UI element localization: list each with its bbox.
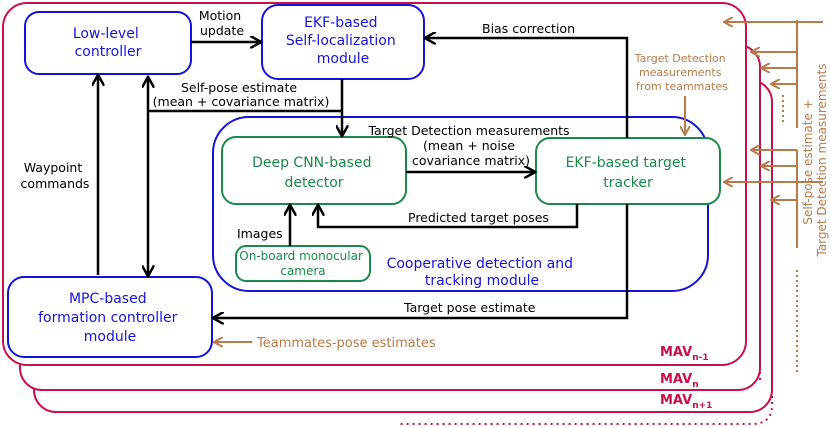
onboard-camera-label: On-board monocular camera — [239, 249, 366, 278]
mav-label-n: MAVn — [660, 372, 699, 390]
side-label-rotated: Self-pose estimate + Target Detection me… — [801, 63, 829, 257]
motion-update-label: Motion update — [199, 8, 245, 38]
low-level-controller-label: Low-level controller — [73, 26, 143, 60]
self-pose-estimate-label: Self-pose estimate (mean + covariance ma… — [153, 80, 330, 109]
ekf-target-tracker-label: EKF-based target tracker — [566, 155, 691, 191]
waypoint-commands-label: Waypoint commands — [21, 160, 90, 191]
arrow-target-pose-estimate — [214, 204, 629, 318]
mpc-controller-label: MPC-based formation controller module — [38, 291, 182, 345]
teammates-pose-estimates-label: Teammates-pose estimates — [256, 336, 436, 351]
ekf-self-localization-label: EKF-based Self-localization module — [286, 15, 400, 67]
bias-correction-label: Bias correction — [482, 21, 575, 36]
teammates-target-measurements-label: Target Detection measurements from teamm… — [634, 52, 729, 93]
ekf-target-tracker-box — [535, 137, 721, 205]
images-label: Images — [237, 226, 283, 241]
cooperative-module-label: Cooperative detection and tracking modul… — [387, 256, 578, 289]
mav-label-n-minus-1: MAVn-1 — [660, 345, 709, 363]
target-detection-label: Target Detection measurements (mean + no… — [367, 123, 573, 168]
low-level-controller-box — [24, 11, 192, 75]
deep-cnn-detector-label: Deep CNN-based detector — [252, 155, 376, 191]
target-pose-estimate-label: Target pose estimate — [403, 300, 536, 315]
predicted-target-poses-label: Predicted target poses — [408, 210, 549, 225]
arrow-predicted-target-poses — [318, 204, 579, 229]
onboard-camera-box — [235, 245, 371, 282]
mav-label-n-plus-1: MAVn+1 — [660, 393, 712, 411]
mav-frame-n-plus-1-dotted — [400, 300, 773, 425]
arrow-bias-correction — [426, 38, 629, 138]
